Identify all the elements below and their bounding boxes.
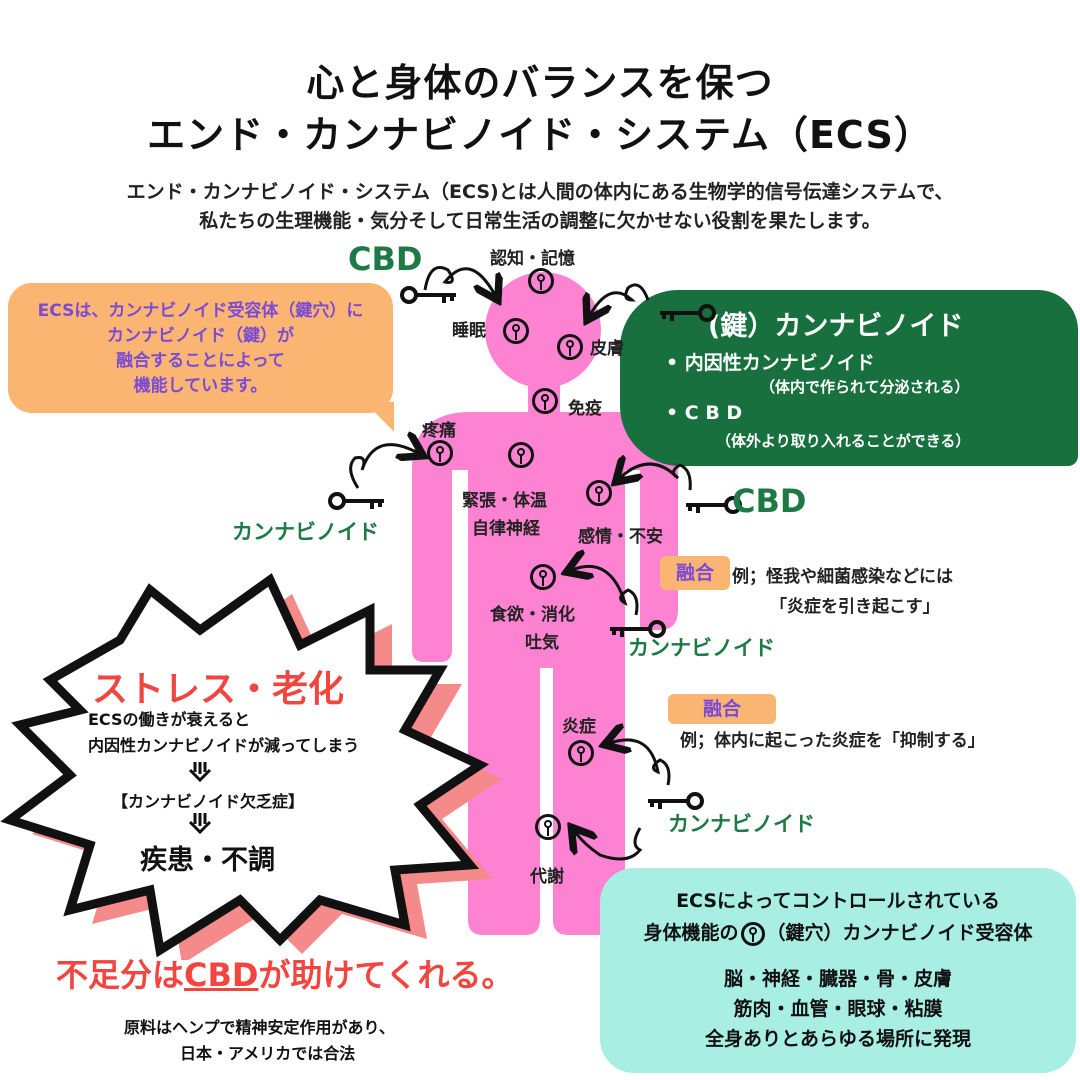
key-box-item-cbd-note: （体外より取り入れることができる） (716, 432, 971, 450)
key-icon (660, 304, 716, 322)
ecs-explanation-bubble: ECSは、カンナビノイド受容体（鍵穴）に カンナビノイド（鍵）が 融合することに… (8, 283, 393, 413)
down-arrow-1 (188, 762, 212, 783)
key-icon (328, 492, 384, 510)
arrow-key-to-inflammation (610, 740, 671, 786)
receptor-metabolism-icon (535, 814, 561, 840)
cbd-label-top: CBD (348, 240, 423, 278)
cbd-help-suffix: が助けてくれる。 (258, 956, 514, 994)
cbd-help-cbd: CBD (184, 956, 259, 994)
burst-deficiency: 【カンナビノイド欠乏症】 (112, 792, 305, 811)
label-immunity: 免疫 (568, 399, 602, 419)
receptor-box-line2-post: （鍵穴）カンナビノイド受容体 (766, 922, 1033, 944)
cbd-help-line: 不足分はCBDが助けてくれる。 (56, 950, 514, 996)
label-emotion: 感情・不安 (578, 527, 663, 547)
cannabinoid-label-mid: カンナビノイド (628, 636, 775, 660)
receptor-emotion-icon (586, 480, 612, 506)
receptor-box-line2: 身体機能の （鍵穴）カンナビノイド受容体 (600, 918, 1076, 946)
bubble-tail (365, 402, 394, 432)
label-inflammation: 炎症 (562, 717, 596, 737)
bubble-line1: ECSは、カンナビノイド受容体（鍵穴）に (37, 301, 364, 321)
arrow-key-to-skin (590, 283, 650, 315)
keyhole-icon (740, 921, 765, 946)
cbd-note-line1: 原料はヘンプで精神安定作用があり、 (124, 1018, 395, 1037)
fusion-example-1: 例；怪我や細菌感染などには (732, 567, 953, 587)
receptor-box-line3: 脳・神経・臓器・骨・皮膚 (723, 968, 952, 990)
arrow-cbd-to-emotion (620, 464, 692, 491)
receptor-tension-icon (508, 442, 534, 468)
receptor-box-line5: 全身ありとあらゆる場所に発現 (704, 1028, 971, 1050)
cbd-note-line2: 日本・アメリカでは合法 (180, 1044, 356, 1063)
label-tension: 緊張・体温 (462, 491, 547, 511)
cannabinoid-label-low: カンナビノイド (668, 812, 815, 836)
receptor-inflammation-icon (568, 740, 594, 766)
key-icon (610, 620, 666, 638)
key-box-item-cbd: • C B D (666, 402, 743, 424)
receptor-cognition-icon (528, 268, 554, 294)
bubble-line3: 融合することによって (116, 351, 285, 371)
bubble-line4: 機能しています。 (133, 376, 268, 396)
fusion-tag-1: 融合 (660, 556, 730, 590)
page-title-line1: 心と身体のバランスを保つ (306, 61, 774, 105)
label-metabolism: 代謝 (530, 867, 564, 887)
intro-line2: 私たちの生理機能・気分そして日常生活の調整に欠かせない役割を果たします。 (199, 210, 881, 232)
burst-title: ストレス・老化 (92, 669, 345, 710)
label-pain: 疼痛 (422, 421, 456, 441)
fusion-example-2: 例；体内に起こった炎症を「抑制する」 (680, 731, 985, 751)
cbd-label-right: CBD (732, 482, 807, 520)
key-icon (400, 286, 456, 304)
key-box-item-endogenous: • 内因性カンナビノイド (666, 352, 875, 374)
receptor-box-line2-pre: 身体機能の (643, 922, 739, 944)
receptor-box-line1: ECSによってコントロールされている (676, 890, 1000, 912)
label-cognition: 認知・記憶 (490, 249, 575, 269)
cbd-help-prefix: 不足分は (56, 956, 185, 994)
stress-starburst (0, 573, 502, 960)
receptor-sleep-icon (503, 318, 529, 344)
burst-disease: 疾患・不調 (140, 845, 275, 876)
fusion-example-1-line2: 「炎症を引き起こす」 (770, 597, 940, 617)
label-nausea: 吐気 (525, 633, 559, 653)
key-icon (686, 496, 742, 514)
page-title-line2: エンド・カンナビノイド・システム（ECS） (147, 113, 933, 157)
arrow-key-to-metabolism (575, 828, 643, 861)
receptor-info-box: ECSによってコントロールされている 身体機能の （鍵穴）カンナビノイド受容体 脳… (600, 868, 1076, 1073)
label-appetite: 食欲・消化 (490, 605, 575, 625)
down-arrow-2 (188, 813, 212, 835)
receptor-box-line4: 筋肉・血管・眼球・粘膜 (733, 998, 943, 1020)
label-sleep: 睡眠 (452, 321, 486, 341)
arrow-key-to-appetite (572, 566, 639, 616)
arrow-cbd-to-cognition (423, 266, 495, 296)
receptor-appetite-icon (530, 564, 556, 590)
intro-line1: エンド・カンナビノイド・システム（ECS)とは人間の体内にある生物学的信号伝達シ… (126, 181, 954, 203)
key-icon (648, 792, 704, 810)
cannabinoid-label-left: カンナビノイド (232, 520, 379, 544)
key-box-item-endogenous-note: （体内で作られて分泌される） (760, 378, 970, 396)
label-autonomic: 自律神経 (472, 519, 540, 539)
receptor-immunity-icon (532, 388, 558, 414)
cannabinoid-key-box: (鍵）カンナビノイド • 内因性カンナビノイド （体内で作られて分泌される） •… (620, 290, 1078, 466)
label-skin: 皮膚 (590, 339, 624, 359)
fusion-tag-2: 融合 (668, 694, 776, 724)
burst-line1: ECSの働きが衰えると (88, 710, 251, 729)
receptor-skin-icon (557, 334, 583, 360)
arrow-key-to-pain (349, 445, 418, 489)
burst-line2: 内因性カンナビノイドが減ってしまう (88, 736, 360, 755)
bubble-line2: カンナビノイド（鍵）が (107, 326, 294, 346)
key-box-heading: (鍵）カンナビノイド (708, 311, 964, 342)
